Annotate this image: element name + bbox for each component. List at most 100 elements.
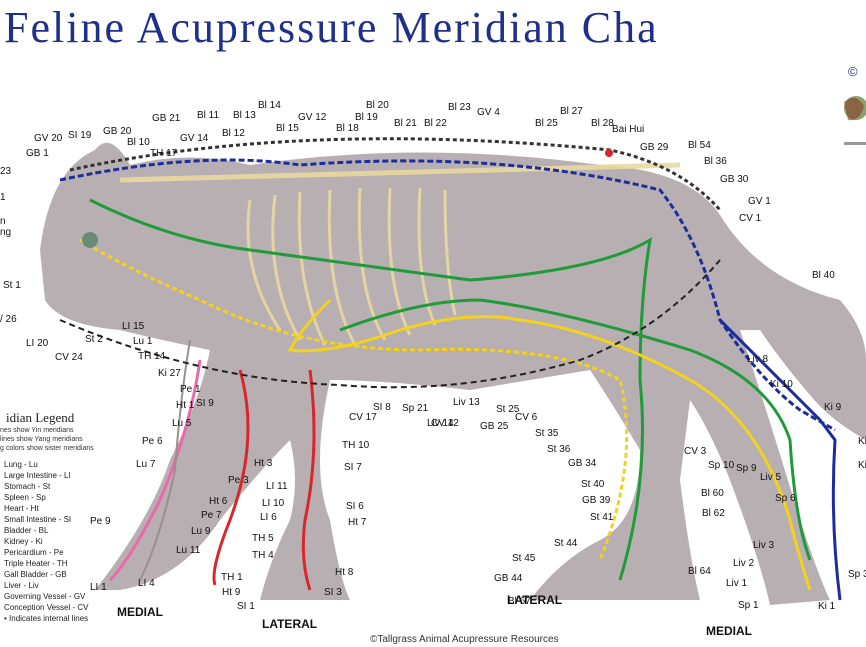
acupoint-label: GB 44 bbox=[494, 573, 523, 584]
acupoint-label: GB 30 bbox=[720, 174, 749, 185]
eye bbox=[82, 232, 98, 248]
acupoint-label: LI 6 bbox=[260, 512, 277, 523]
conception-vessel bbox=[59, 259, 721, 389]
acupoint-label: 1 bbox=[0, 192, 6, 203]
acupoint-label: Bl 60 bbox=[701, 488, 724, 499]
acupoint-label: Ht 9 bbox=[222, 587, 241, 598]
acupoint-label: Bl 25 bbox=[535, 118, 558, 129]
acupoint-label: Bl 21 bbox=[394, 118, 417, 129]
acupoint-label: Ki bbox=[858, 460, 866, 471]
legend-item: Triple Heater - TH bbox=[4, 559, 68, 568]
acupoint-label: Bl 64 bbox=[688, 566, 711, 577]
view-label-medial-front: MEDIAL bbox=[117, 605, 163, 619]
acupoint-label: Bl 22 bbox=[424, 118, 447, 129]
acupoint-label: SI 7 bbox=[344, 462, 362, 473]
pericardium-meridian bbox=[108, 359, 202, 582]
acupoint-label: Bl 13 bbox=[233, 110, 256, 121]
acupoint-label: Ht 8 bbox=[335, 567, 354, 578]
acupoint-label: Bl 12 bbox=[222, 128, 245, 139]
legend-item: Stomach - St bbox=[4, 482, 51, 491]
acupoint-label: CV 12 bbox=[431, 418, 459, 429]
acupoint-label: LI 10 bbox=[262, 498, 285, 509]
acupoint-label: Sp 9 bbox=[736, 463, 757, 474]
acupoint-label: Pe 9 bbox=[90, 516, 111, 527]
acupoint-label: Bl 23 bbox=[448, 102, 471, 113]
chart-title: Feline Acupressure Meridian Cha bbox=[4, 3, 659, 52]
acupoint-label: Bl 54 bbox=[688, 140, 711, 151]
acupoint-label: Bl 14 bbox=[258, 100, 281, 111]
acupoint-label: St 41 bbox=[590, 512, 614, 523]
acupoint-label: Sp 1 bbox=[738, 600, 759, 611]
liver-meridian bbox=[339, 298, 812, 561]
acupoint-label: Liv 13 bbox=[453, 397, 480, 408]
acupoint-label: / 26 bbox=[0, 314, 17, 325]
legend-item: Liver - Liv bbox=[4, 581, 39, 590]
copyright-mark: © bbox=[848, 64, 858, 79]
gall-bladder-meridian bbox=[89, 198, 653, 581]
legend-note: g colors show sister meridians bbox=[0, 445, 94, 452]
lung-meridian bbox=[139, 339, 191, 581]
acupoint-label: 23 bbox=[0, 166, 12, 177]
acupoint-label: TH 10 bbox=[342, 440, 370, 451]
acupoint-label: Pe 1 bbox=[180, 384, 201, 395]
acupoint-label: GV 14 bbox=[180, 133, 209, 144]
legend-item: Heart - Ht bbox=[4, 504, 39, 513]
legend-title: idian Legend bbox=[6, 410, 75, 425]
acupoint-label: Sp 10 bbox=[708, 460, 735, 471]
acupoint-label: Bl 40 bbox=[812, 270, 835, 281]
acupoint-label: St 35 bbox=[535, 428, 559, 439]
acupoint-label: Bl 18 bbox=[336, 123, 359, 134]
acupoint-label: LI 20 bbox=[26, 338, 49, 349]
legend-note: lines show Yang meridians bbox=[0, 436, 83, 443]
acupoint-label: Liv 14 bbox=[427, 418, 454, 429]
acupoint-label: SI 8 bbox=[373, 402, 391, 413]
legend-item: • Indicates internal lines bbox=[4, 614, 89, 623]
acupoint-label: TH 5 bbox=[252, 533, 274, 544]
acupoint-label: CV 24 bbox=[55, 352, 83, 363]
acupoint-label: Bl 20 bbox=[366, 100, 389, 111]
acupoint-label: Bl 19 bbox=[355, 112, 378, 123]
acupoint-label: Sp 3 bbox=[848, 569, 866, 580]
spleen-meridian bbox=[287, 298, 812, 591]
acupoint-label: SI 19 bbox=[68, 130, 92, 141]
acupoint-label: Lu 11 bbox=[176, 545, 201, 556]
heart-meridian bbox=[212, 369, 250, 586]
acupoint-label: CV 17 bbox=[349, 412, 377, 423]
legend-item: Large Intestine - LI bbox=[4, 471, 71, 480]
bladder-meridian bbox=[59, 158, 836, 432]
acupoint-label: TH 4 bbox=[252, 550, 274, 561]
acupoint-label: Sp 6 bbox=[775, 493, 796, 504]
acupoint-label: Bl 67 bbox=[508, 596, 531, 607]
acupoint-label: GB 25 bbox=[480, 421, 509, 432]
legend-item: Pericardium - Pe bbox=[4, 548, 64, 557]
ribcage bbox=[119, 162, 681, 346]
acupoint-label: LI 4 bbox=[138, 578, 155, 589]
acupoint-label: SI 3 bbox=[324, 587, 342, 598]
acupoint-label: Pe 7 bbox=[201, 510, 222, 521]
acupoint-label: ng bbox=[0, 227, 12, 238]
small-intestine-meridian bbox=[301, 369, 316, 591]
acupoint-label: GV 1 bbox=[748, 196, 771, 207]
acupoint-label: Liv 1 bbox=[726, 578, 748, 589]
acupoint-label: GB 34 bbox=[568, 458, 597, 469]
governing-vessel bbox=[69, 137, 722, 211]
acupoint-label: St 25 bbox=[496, 404, 520, 415]
acupoint-label: Bai Hui bbox=[612, 124, 645, 135]
acupoint-label: Ki bbox=[858, 436, 866, 447]
acupoint-label: Bl 11 bbox=[197, 110, 220, 121]
acupoint-label: Liv 3 bbox=[753, 540, 775, 551]
acupoint-label: Liv 5 bbox=[760, 472, 782, 483]
acupoint-label: TH 14 bbox=[138, 351, 166, 362]
acupoint-label: Lu 5 bbox=[172, 418, 192, 429]
acupoint-label: Bl 62 bbox=[702, 508, 725, 519]
acupoint-label: Ki 1 bbox=[818, 601, 836, 612]
view-label-lateral-hind: LATERAL bbox=[507, 593, 563, 607]
acupoint-label: Bl 10 bbox=[127, 137, 150, 148]
legend-item: Conception Vessel - CV bbox=[4, 603, 89, 612]
legend-item: Kidney - Ki bbox=[4, 537, 43, 546]
acupoint-label: LI 15 bbox=[122, 321, 145, 332]
acupoint-label: Pe 3 bbox=[228, 475, 249, 486]
acupoint-label: GV 4 bbox=[477, 107, 500, 118]
view-label-lateral-front: LATERAL bbox=[262, 617, 318, 631]
acupoint-label: Bl 15 bbox=[276, 123, 299, 134]
